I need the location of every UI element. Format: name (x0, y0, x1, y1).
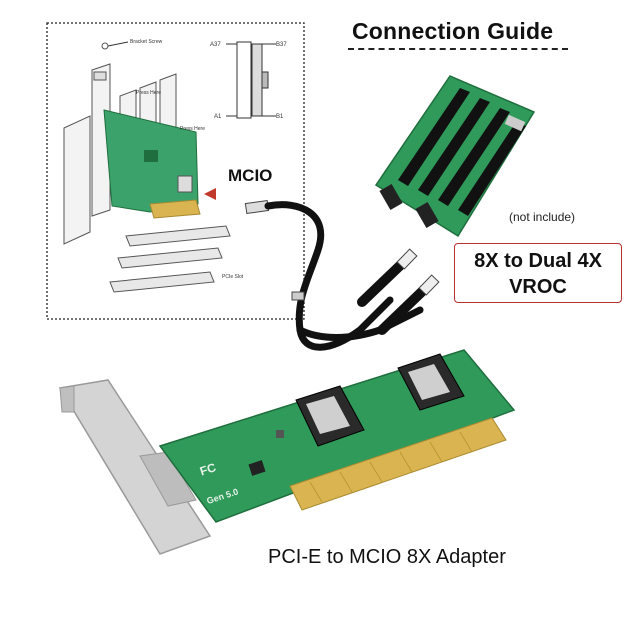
adapter-bracket (58, 379, 212, 555)
label-press-here-top: Press Here (136, 90, 161, 96)
riser-card (374, 75, 536, 238)
label-pin-a37: A37 (210, 42, 221, 48)
adapter-pcb (158, 349, 516, 523)
label-pin-a1: A1 (214, 114, 222, 120)
vroc-line-2: VROC (509, 276, 567, 298)
title-underline (348, 48, 568, 50)
label-pin-b1: B1 (276, 114, 284, 120)
schematic-drawing (63, 41, 276, 293)
schematic-frame (46, 22, 305, 320)
mcio-cable (244, 199, 440, 351)
label-bracket-screw: Bracket Screw (130, 39, 163, 45)
vroc-callout: 8X to Dual 4X VROC (454, 243, 622, 303)
connection-guide-title: Connection Guide (352, 18, 554, 44)
silkscreen-fc: FC (198, 460, 218, 478)
label-pin-b37: B37 (276, 42, 287, 48)
label-pcie-slot: PCIe Slot (222, 274, 244, 280)
label-press-here-right: Press Here (180, 126, 205, 132)
not-included-note: (not include) (509, 210, 576, 224)
mcio-label: MCIO (228, 166, 273, 185)
vroc-line-1: 8X to Dual 4X (474, 250, 602, 272)
product-caption: PCI-E to MCIO 8X Adapter (268, 546, 506, 568)
